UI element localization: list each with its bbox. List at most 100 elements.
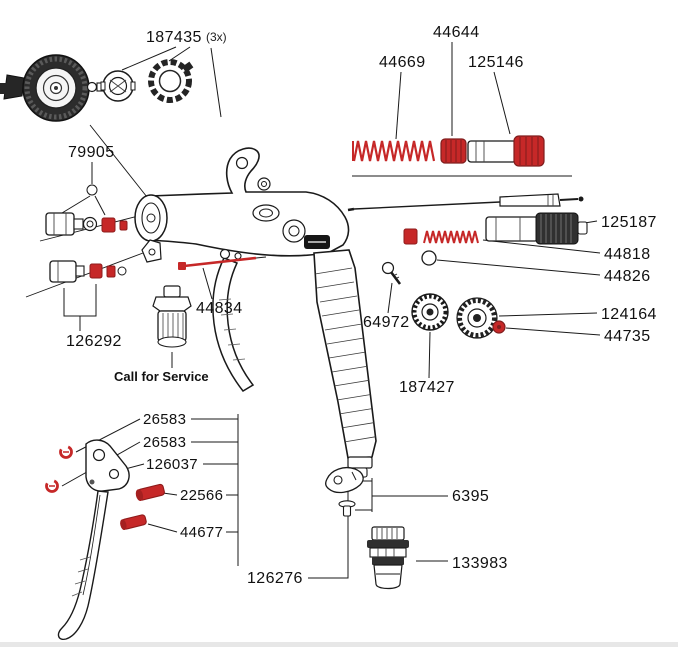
regulator-flange [152, 296, 192, 312]
screw-64972 [381, 261, 402, 285]
leader-44818 [482, 239, 601, 254]
trigger-hatch [218, 298, 246, 361]
gun-body [134, 147, 377, 478]
leader-44669 [395, 71, 402, 140]
part-label-64972: 64972 [363, 314, 410, 331]
nozzle-seal-red [101, 217, 116, 233]
part-label-133983: 133983 [452, 555, 508, 572]
pin-44677 [120, 514, 147, 531]
leader-44677 [147, 523, 178, 533]
cylinder-125146 [467, 140, 517, 163]
part-label-44644: 44644 [433, 24, 480, 41]
leader-125146 [493, 71, 511, 135]
ball-44826 [421, 250, 437, 266]
air-cap-center-hole [54, 86, 58, 90]
air-distribution-ring-inner [108, 76, 128, 96]
air-cap-assembly [0, 54, 194, 122]
leader-44735 [505, 327, 601, 336]
nozzle-seal-small-red [119, 220, 128, 231]
air-cap-inner-ring [42, 74, 70, 102]
knob-187427 [411, 293, 449, 331]
part-label-26583-a: 26583 [143, 411, 186, 428]
leader-lines [25, 42, 601, 579]
part-label-125146: 125146 [468, 54, 524, 71]
leader-79905-a [61, 195, 91, 214]
air-lever-notch [351, 471, 357, 481]
retaining-ring-inner [158, 69, 182, 93]
knob-187427-knurl [412, 294, 448, 330]
part-label-22566: 22566 [180, 487, 223, 504]
leader-79905-b [94, 195, 106, 216]
ring-tab-left [100, 81, 106, 91]
needle-rear-lines [547, 195, 554, 206]
gear-124164-teeth [457, 298, 497, 338]
leader-79905-node [86, 184, 98, 196]
nozzle-body-lines [53, 213, 67, 235]
gun-handle [313, 249, 377, 459]
spring-44669 [352, 140, 436, 162]
red-cap-125146-knurl [519, 137, 539, 165]
screw-6395-shaft [342, 505, 352, 517]
gear-124164-center [473, 314, 481, 322]
e-clip-26583-a [59, 445, 73, 459]
part-label-125187: 125187 [601, 214, 657, 231]
leader-124164 [498, 312, 598, 317]
part-label-44818: 44818 [604, 246, 651, 263]
part-label-44834: 44834 [196, 300, 243, 317]
knob-187427-center [426, 308, 434, 316]
part-label-126037: 126037 [146, 456, 198, 473]
part-label-79905: 79905 [68, 144, 115, 161]
spring-44818 [423, 230, 479, 244]
leader-44834 [202, 267, 213, 300]
needle-44834-tip [255, 256, 267, 259]
needle-44834 [178, 256, 267, 270]
seal-red [89, 263, 103, 279]
side-port [252, 204, 280, 222]
regulator-call-for-service [152, 285, 192, 348]
retaining-ring [148, 59, 192, 103]
nozzle-body [45, 212, 75, 236]
trigger-blade-hatch [71, 556, 91, 597]
needle-assembly-row [347, 193, 588, 266]
needle-tail-ball [578, 196, 584, 202]
trigger-pivot-screw-2 [234, 252, 242, 260]
call-for-service-label: Call for Service [114, 369, 209, 384]
gear-124164 [456, 297, 506, 339]
leader-64972 [387, 282, 393, 314]
part-label-44735: 44735 [604, 328, 651, 345]
air-inlet-fitting [347, 456, 373, 469]
nozzle-tip [73, 218, 84, 230]
part-label-126292: 126292 [66, 333, 122, 350]
air-cap-horn-tip [0, 83, 7, 94]
red-cap-125146 [513, 135, 545, 167]
seal-washer [117, 266, 127, 276]
needle-tail [559, 198, 579, 201]
needle-44834-shaft [183, 256, 257, 268]
nozzle-set-79905 [45, 212, 128, 236]
gun-trigger [212, 257, 255, 392]
air-cap-knurl [24, 56, 88, 120]
needle-rear-body [499, 193, 561, 207]
air-cap-seal [86, 81, 98, 93]
regulator-knurl [162, 313, 184, 339]
packing-body-lines [495, 217, 521, 241]
trigger-blade-ridge [82, 494, 101, 596]
seal-set-126292 [49, 260, 127, 283]
part-label-187435-qty: (3x) [206, 30, 227, 44]
leader-44826 [436, 259, 601, 276]
body-screw-slot [261, 181, 267, 187]
leader-187435-a [121, 46, 177, 71]
fluid-inlet-hole [148, 248, 156, 256]
e-clip-26583-b [45, 479, 59, 493]
leader-187427 [428, 331, 431, 379]
connector-top-knurl [376, 528, 398, 539]
connector-dark-band [372, 557, 404, 565]
seal-body [49, 260, 77, 283]
trigger-pivot-screw [219, 248, 231, 260]
gun-muzzle-bore [146, 213, 156, 223]
air-distribution-cross [109, 79, 127, 93]
nozzle-washer [82, 216, 98, 232]
needle-shaft [353, 201, 501, 210]
